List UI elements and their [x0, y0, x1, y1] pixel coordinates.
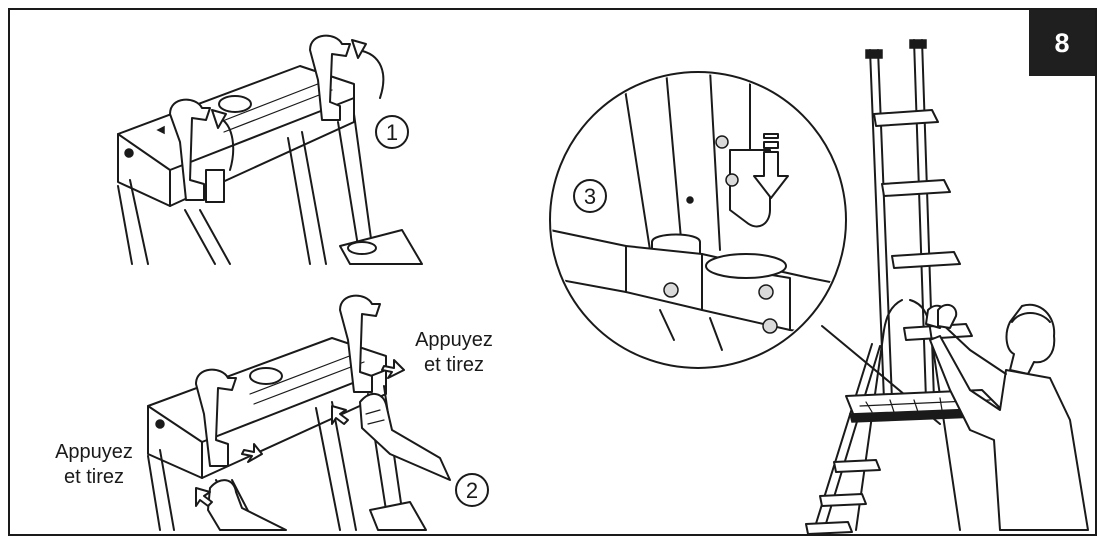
step-3-marker [573, 179, 607, 213]
panel-step-1: 1 [117, 34, 423, 265]
step-2-label: 2 [466, 478, 478, 503]
down-arrow-icon [753, 151, 789, 199]
ladder-with-person [805, 39, 1089, 534]
step-2-marker [455, 473, 489, 507]
label-line: et tirez [423, 354, 485, 376]
push-arrow-icon [241, 443, 263, 463]
illustration-canvas: 1 2 [117, 34, 1089, 534]
left-hand [207, 479, 287, 531]
push-arrow-icon [195, 487, 213, 507]
push-arrow-icon [331, 405, 349, 425]
press-pull-label-left: Appuyez et tirez [38, 440, 150, 490]
instruction-frame: 8 [8, 8, 1097, 536]
magnifier-circle [549, 71, 847, 369]
step-1-label: 1 [386, 120, 398, 145]
person-body [929, 335, 1089, 531]
step-3-label: 3 [584, 184, 596, 209]
label-line: et tirez [63, 466, 125, 488]
panel-step-3-detail: 3 [549, 71, 941, 425]
push-arrow-icon [381, 359, 405, 379]
step-1-marker [375, 115, 409, 149]
rotate-arrow-icon [357, 49, 385, 99]
person-head [1005, 303, 1056, 375]
label-line: Appuyez [415, 329, 493, 351]
right-hand [359, 393, 451, 481]
panel-step-2: 2 [147, 294, 489, 531]
page-number-badge: 8 [1029, 10, 1095, 76]
label-line: Appuyez [55, 441, 133, 463]
press-pull-label-right: Appuyez et tirez [398, 328, 510, 378]
